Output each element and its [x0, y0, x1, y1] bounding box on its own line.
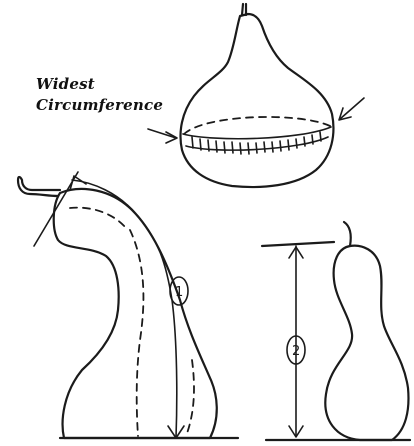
- top-gourd: [148, 4, 364, 187]
- left-dashed-center: [130, 230, 143, 436]
- left-gourd-outline: [54, 189, 217, 438]
- right-arrow-icon: [339, 98, 364, 120]
- top-gourd-outline: [181, 14, 334, 187]
- right-gourd-outline: [325, 246, 408, 440]
- left-measure-line: [72, 180, 177, 438]
- left-dashed-top: [70, 208, 126, 228]
- top-gourd-stem: [242, 4, 246, 15]
- tape-band-top: [183, 127, 331, 139]
- left-gourd: 1: [18, 172, 238, 438]
- right-top-bar: [262, 242, 334, 246]
- tape-ticks: [192, 132, 321, 154]
- measure-1-number: 1: [175, 285, 183, 300]
- right-gourd: 2: [262, 222, 410, 440]
- left-gourd-stem: [18, 177, 60, 196]
- left-arrow-icon: [148, 129, 177, 143]
- left-dashed-right: [186, 360, 194, 436]
- right-gourd-stem: [344, 222, 351, 246]
- circumference-dashed: [184, 117, 330, 134]
- measure-2-number: 2: [292, 344, 300, 359]
